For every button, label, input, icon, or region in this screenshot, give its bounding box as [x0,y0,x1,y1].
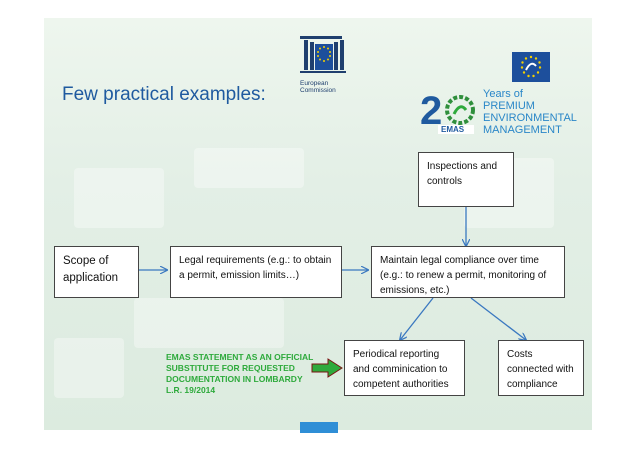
background-shape [54,338,124,398]
european-commission-logo [300,36,346,73]
box-text: Periodical reporting and comminication t… [353,349,449,390]
box-text: Costs connected with compliance [507,349,574,390]
box-scope-of-application: Scope of application [54,246,139,298]
emas-tagline-line: Years of [483,88,523,100]
arrow-reporting-to-emas-note [311,358,343,378]
box-legal-requirements: Legal requirements (e.g.: to obtain a pe… [170,246,342,298]
emas-tagline: Years of PREMIUM ENVIRONMENTAL MANAGEMEN… [483,88,577,136]
emas-statement-note: EMAS STATEMENT AS AN OFFICIAL SUBSTITUTE… [166,352,314,395]
emas-tagline-line: ENVIRONMENTAL [483,112,577,124]
background-shape [194,148,304,188]
slide-title: Few practical examples: [62,84,266,105]
ec-label-line: Commission [300,87,336,94]
box-costs-compliance: Costs connected with compliance [498,340,584,396]
svg-text:2: 2 [420,89,442,133]
emas-20-years-logo: 2 [420,89,475,134]
footer-accent-bar [300,422,338,433]
box-text: Scope of application [63,255,118,284]
box-text: Inspections and controls [427,161,498,187]
arrow-maintain-to-reporting [400,297,434,340]
background-shape [74,168,164,228]
box-text: Maintain legal compliance over time (e.g… [380,255,547,296]
life-emblem-icon [520,55,542,78]
box-text: Legal requirements (e.g.: to obtain a pe… [179,255,332,281]
box-maintain-legal-compliance: Maintain legal compliance over time (e.g… [371,246,565,298]
ec-label-line: European [300,80,329,87]
emas-mark: EMAS [441,125,465,134]
box-periodical-reporting: Periodical reporting and comminication t… [344,340,465,396]
european-commission-label: European Commission [300,80,336,94]
arrow-maintain-to-costs [470,297,526,340]
emas-tagline-line: PREMIUM [483,100,535,112]
background-shape [134,298,284,348]
emas-tagline-line: MANAGEMENT [483,124,562,136]
eu-life-logo [512,52,550,82]
box-inspections-controls: Inspections and controls [418,152,514,207]
